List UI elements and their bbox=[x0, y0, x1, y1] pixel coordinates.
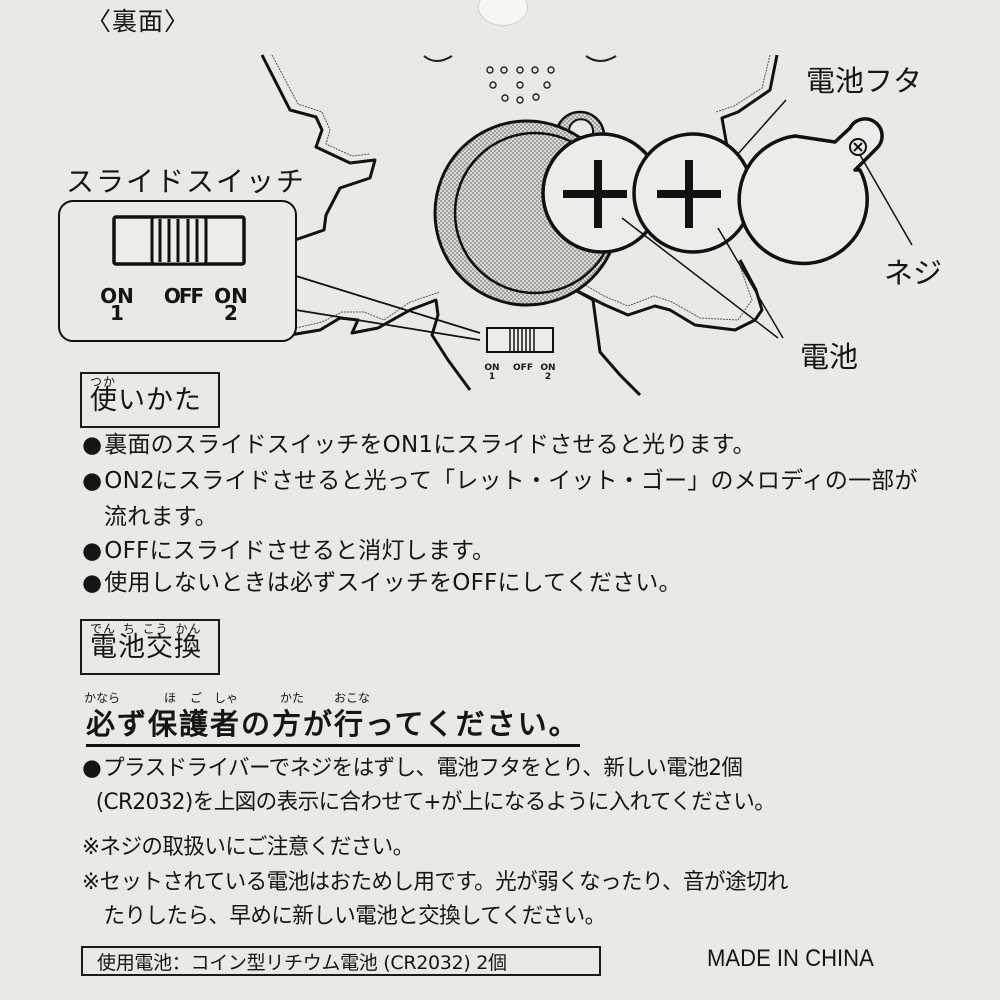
usage-item-1: ●裏面のスライドスイッチをON1にスライドさせると光ります。 bbox=[82, 432, 756, 458]
usage-item-4: ●使用しないときは必ずスイッチをOFFにしてください。 bbox=[82, 570, 682, 596]
note-trial-battery-continuation: たりしたら、早めに新しい電池と交換してください。 bbox=[103, 904, 607, 929]
usage-item-2: ●ON2にスライドさせると光って「レット・イット・ゴー」のメロディの一部が bbox=[82, 468, 918, 494]
note-trial-battery: ※セットされている電池はおためし用です。光が弱くなったり、音が途切れ bbox=[82, 870, 788, 895]
usage-section-header: つか 使いかた bbox=[80, 372, 220, 428]
battery-replacement-title: 電池交換 bbox=[90, 632, 202, 663]
small-switch-label-on1: ON 1 bbox=[484, 363, 500, 382]
bullet-icon: ● bbox=[82, 570, 103, 596]
battery-cover bbox=[737, 117, 884, 266]
battery-spec-box: 使用電池：コイン型リチウム電池 (CR2032) 2個 bbox=[81, 946, 601, 976]
country-of-origin: MADE IN CHINA bbox=[707, 945, 874, 972]
small-slide-switch bbox=[486, 327, 554, 353]
switch-label-off: OFF bbox=[163, 284, 204, 308]
usage-ruby: つか bbox=[90, 375, 117, 389]
bullet-icon: ● bbox=[82, 755, 102, 781]
switch-label-on1: ON 1 bbox=[100, 284, 134, 325]
callout-battery: 電池 bbox=[800, 340, 859, 374]
replacement-step-1: ●プラスドライバーでネジをはずし、電池フタをとり、新しい電池2個 bbox=[82, 755, 743, 781]
nose-dots bbox=[486, 66, 555, 104]
callout-screw: ネジ bbox=[884, 256, 943, 290]
small-switch-label-off: OFF bbox=[513, 363, 533, 373]
back-side-label: 〈裏面〉 bbox=[86, 7, 191, 36]
callout-battery-cover: 電池フタ bbox=[806, 64, 923, 98]
slide-switch-label: スライドスイッチ bbox=[66, 165, 307, 198]
guardian-warning: 必ず保護者の方が行ってください。 bbox=[86, 701, 580, 747]
usage-title: 使いかた bbox=[90, 385, 202, 416]
usage-item-3: ●OFFにスライドさせると消灯します。 bbox=[82, 538, 496, 564]
face-marks bbox=[423, 55, 617, 62]
leader-lines bbox=[621, 99, 913, 339]
warning-ruby: かなら ほ ご しゃ かた おこな bbox=[84, 691, 371, 705]
bullet-icon: ● bbox=[82, 538, 103, 564]
battery-replacement-ruby: でん ち こう かん bbox=[90, 622, 202, 636]
battery-2 bbox=[632, 132, 754, 254]
switch-label-on2: ON 2 bbox=[214, 284, 248, 325]
bullet-icon: ● bbox=[82, 468, 103, 494]
product-back-diagram bbox=[58, 54, 913, 397]
screw-icon bbox=[849, 138, 867, 156]
note-screw-handling: ※ネジの取扱いにご注意ください。 bbox=[82, 835, 414, 860]
battery-replacement-header: でん ち こう かん 電池交換 bbox=[80, 619, 220, 675]
small-switch-label-on2: ON 2 bbox=[540, 363, 556, 382]
bullet-icon: ● bbox=[82, 432, 103, 458]
usage-item-2-continuation: 流れます。 bbox=[104, 504, 218, 530]
enlarged-slide-switch bbox=[112, 215, 246, 266]
replacement-step-2: (CR2032)を上図の表示に合わせて+が上になるように入れてください。 bbox=[95, 790, 776, 815]
character-outline-left bbox=[260, 54, 472, 391]
